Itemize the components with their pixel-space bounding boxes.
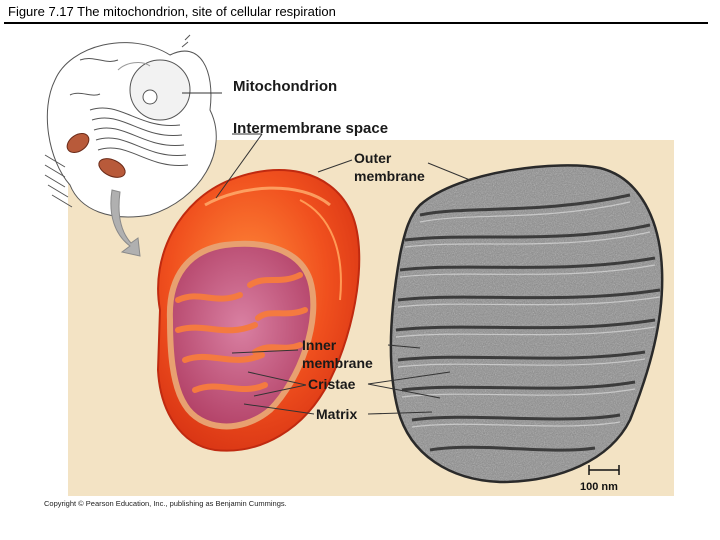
scale-bar [588,465,620,475]
mitochondrion-illustration [156,169,361,452]
slide-title: Figure 7.17 The mitochondrion, site of c… [8,4,336,19]
label-cristae: Cristae [308,376,356,392]
cell-illustration [44,34,217,218]
label-outer-membrane-line1: Outer [354,150,392,166]
scale-bar-label: 100 nm [580,481,618,493]
label-outer-membrane-line2: membrane [354,168,425,184]
label-inner-membrane-line1: Inner [302,337,337,353]
leader-lines [182,92,471,415]
label-intermembrane-space: Intermembrane space [233,120,389,137]
label-inner-membrane-line2: membrane [302,355,373,371]
label-matrix: Matrix [316,406,358,422]
zoom-arrow [110,189,141,257]
label-mitochondrion: Mitochondrion [233,78,338,95]
electron-micrograph [390,165,663,482]
copyright-notice: Copyright © Pearson Education, Inc., pub… [44,499,287,508]
title-rule [4,22,708,24]
